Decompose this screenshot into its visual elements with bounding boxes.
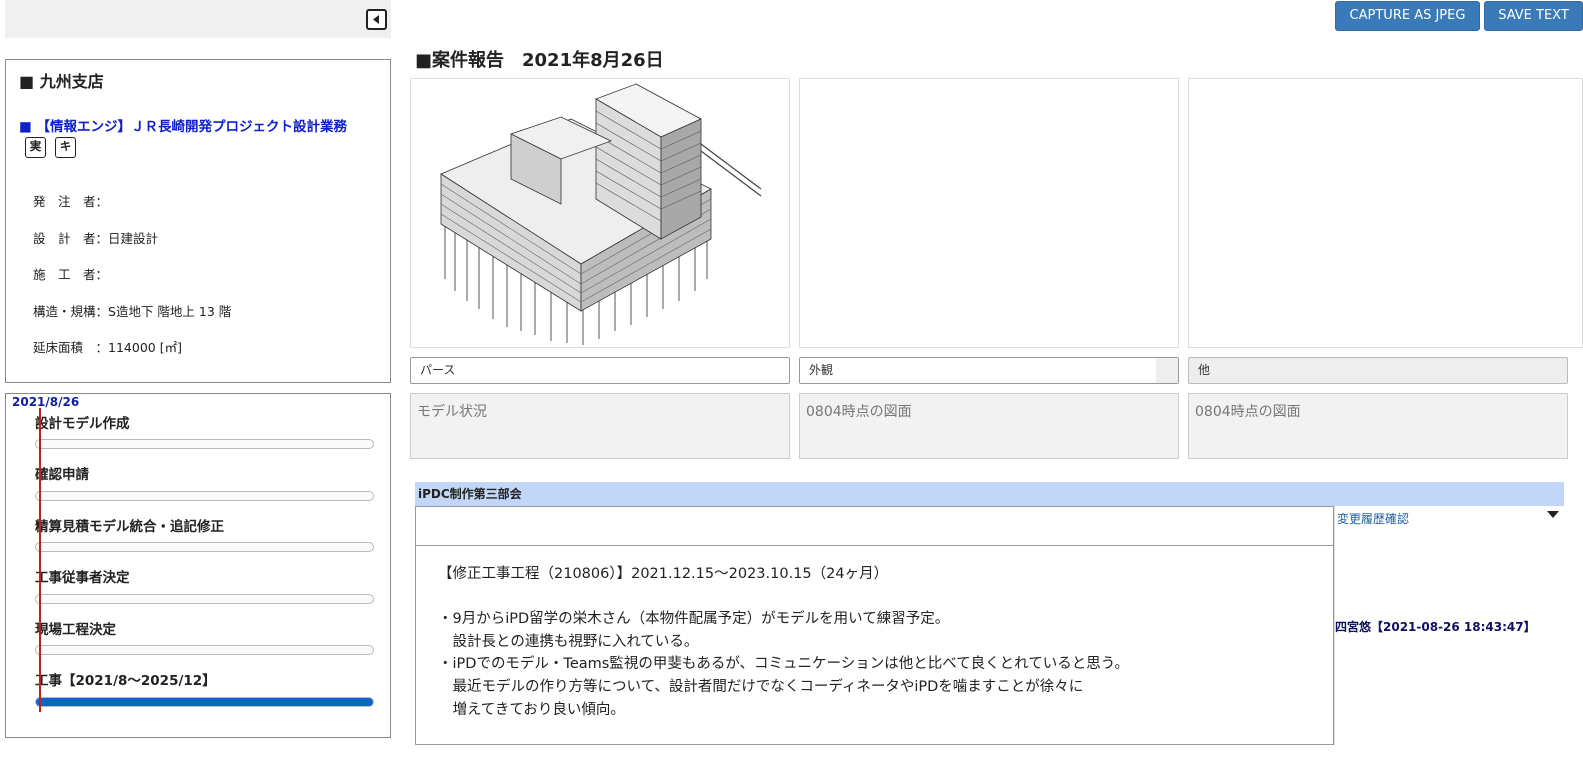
task-label: 精算見積モデル統合・追記修正 [35, 519, 224, 535]
caption-input-exterior[interactable]: 外観 [799, 357, 1179, 384]
info-row-structure: 構造・規構：S造地下 階地上 13 階 [33, 301, 231, 320]
current-date-label: 2021/8/26 [12, 395, 80, 409]
project-info-panel: ■ 九州支店 ■ 【情報エンジ】ＪＲ長崎開発プロジェクト設計業務 実 キ 発 注… [5, 59, 391, 383]
comment-area[interactable]: 【修正工事工程（210806）】2021.12.15～2023.10.15（24… [415, 506, 1334, 745]
task-progress-bar [35, 542, 374, 552]
tag-jitsu-button[interactable]: 実 [25, 137, 46, 158]
task-label: 設計モデル作成 [35, 416, 130, 432]
note-perspective[interactable]: モデル状況 [410, 393, 790, 459]
caption-input-other[interactable]: 他 [1188, 357, 1568, 384]
task-progress-bar [35, 439, 374, 449]
task-progress-bar [35, 594, 374, 604]
sidebar-top-bar [5, 0, 391, 38]
caption-input-addon [1156, 358, 1178, 383]
info-value: 日建設計 [108, 231, 159, 246]
report-title: ■案件報告 2021年8月26日 [415, 50, 664, 71]
info-label: 発 注 者： [33, 194, 109, 209]
info-label: 施 工 者： [33, 267, 109, 282]
info-label: 設 計 者： [33, 231, 109, 246]
caption-input-perspective[interactable]: パース [410, 357, 790, 384]
info-row-floor-area: 延床面積 ：114000 [㎡] [33, 337, 182, 356]
comment-author-stamp: 四宮悠【2021-08-26 18:43:47】 [1335, 620, 1536, 634]
task-label: 工事【2021/8～2025/12】 [35, 673, 216, 689]
info-value: 114000 [㎡] [108, 340, 182, 355]
history-dropdown-icon[interactable] [1547, 511, 1559, 518]
schedule-panel: 2021/8/26 設計モデル作成 確認申請 精算見積モデル統合・追記修正 工事… [5, 393, 391, 738]
comment-body: 【修正工事工程（210806）】2021.12.15～2023.10.15（24… [438, 566, 1129, 718]
info-row-designer: 設 計 者：日建設計 [33, 228, 158, 247]
current-date-line [39, 408, 41, 712]
task-label: 確認申請 [35, 467, 89, 483]
note-other[interactable]: 0804時点の図面 [1188, 393, 1568, 459]
building-model-image [440, 83, 762, 345]
change-history-link[interactable]: 変更履歴確認 [1337, 512, 1410, 526]
info-label: 延床面積 ： [33, 340, 109, 355]
save-text-button[interactable]: SAVE TEXT [1484, 1, 1583, 31]
project-name-link[interactable]: ■ 【情報エンジ】ＪＲ長崎開発プロジェクト設計業務 [19, 119, 347, 135]
info-label: 構造・規構： [33, 304, 109, 319]
caret-left-icon [373, 15, 379, 24]
info-row-contractor: 施 工 者： [33, 264, 108, 283]
capture-jpeg-button[interactable]: CAPTURE AS JPEG [1335, 1, 1480, 31]
note-exterior[interactable]: 0804時点の図面 [799, 393, 1179, 459]
tag-ki-button[interactable]: キ [55, 137, 76, 158]
caption-text: 外観 [809, 363, 834, 377]
task-label: 現場工程決定 [35, 622, 116, 638]
section-header: iPDC制作第三部会 [415, 482, 1564, 506]
task-progress-bar [35, 697, 374, 707]
image-slot-perspective[interactable] [410, 78, 790, 348]
divider [1334, 506, 1335, 745]
image-slot-exterior[interactable] [799, 78, 1179, 348]
task-progress-bar [35, 491, 374, 501]
comment-title-input[interactable] [416, 507, 1333, 546]
info-value: S造地下 階地上 13 階 [108, 304, 232, 319]
branch-title: ■ 九州支店 [19, 72, 104, 91]
task-label: 工事従事者決定 [35, 570, 130, 586]
collapse-sidebar-button[interactable] [366, 9, 387, 30]
image-slot-other[interactable] [1188, 78, 1583, 348]
task-progress-bar [35, 645, 374, 655]
task-progress-fill [36, 698, 373, 706]
info-row-client: 発 注 者： [33, 191, 108, 210]
